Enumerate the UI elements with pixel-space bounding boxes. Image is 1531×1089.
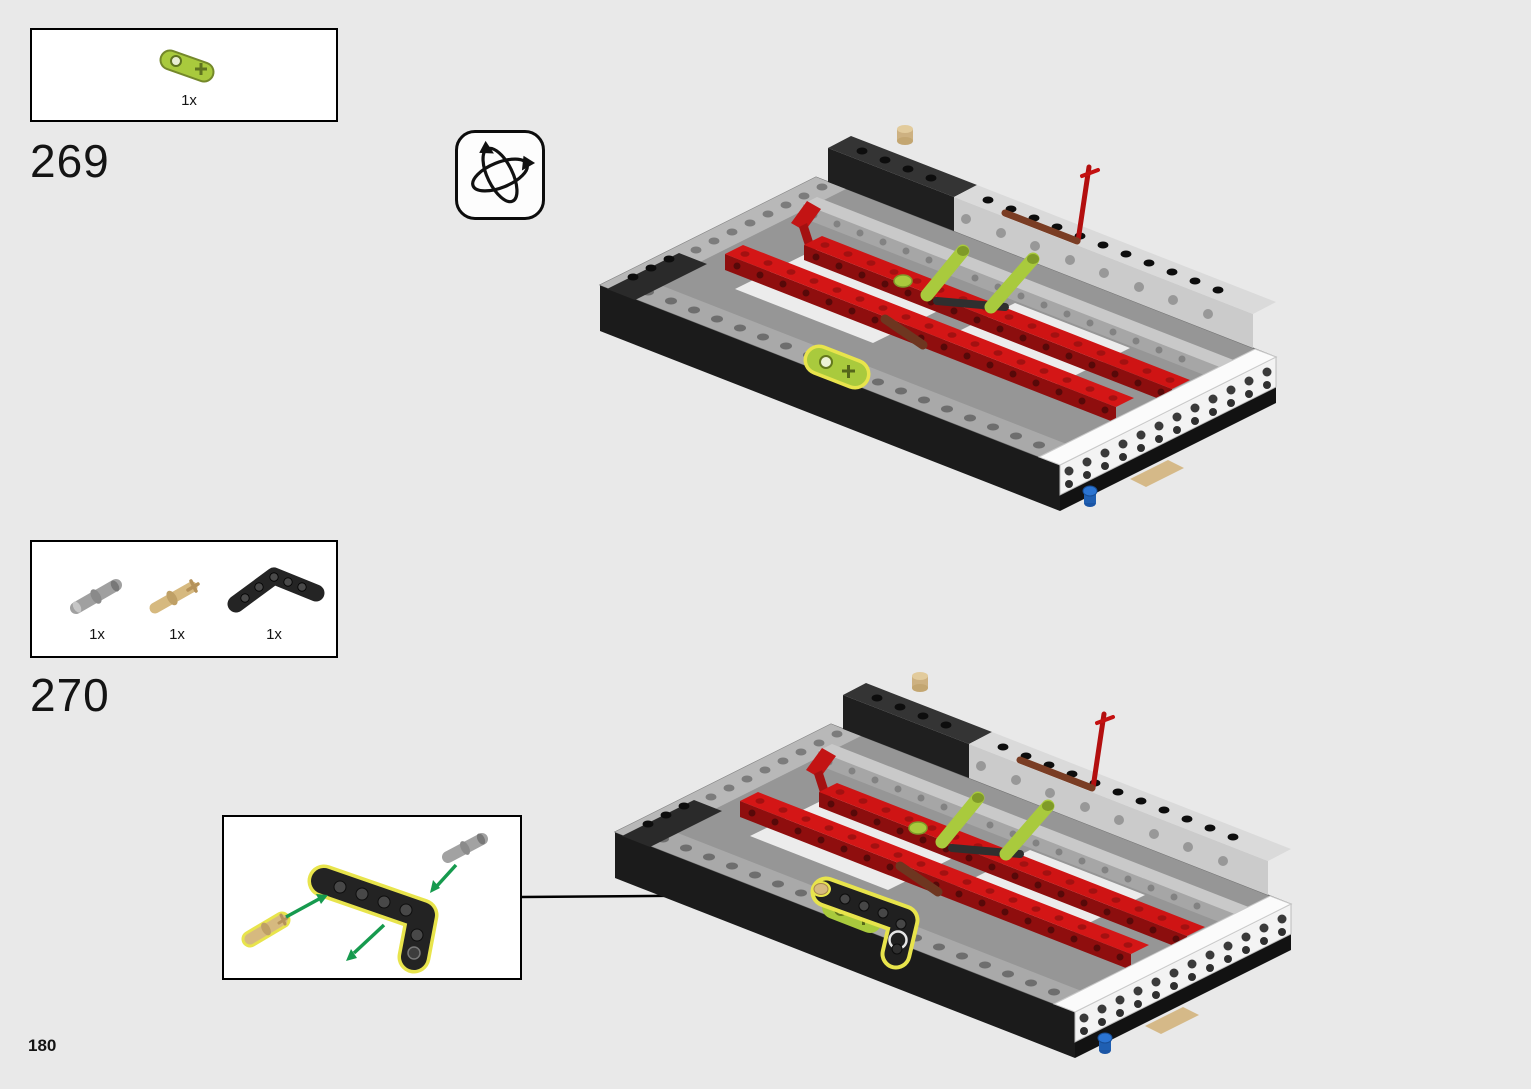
assembly-illustration-step-270 [600,602,1310,1067]
step-number-269: 269 [30,135,110,187]
callout-gray-pin-icon [442,833,488,863]
parts-box-step-269: 1x [30,28,338,122]
callout-black-angled-beam-icon [307,864,439,974]
part-count: 1x [89,626,105,643]
part-count: 1x [169,626,185,643]
detail-callout [222,815,522,980]
step-number-270: 270 [30,669,110,721]
rotate-model-icon [455,130,545,220]
lime-pin-connector-part-icon [159,49,215,83]
page-number: 180 [28,1036,57,1055]
callout-insert-arrows [285,863,458,961]
tan-axle-pin-part-icon [149,579,200,614]
callout-detail-drawing [241,833,488,974]
black-angled-beam-part-icon [227,567,325,613]
part-count: 1x [181,92,197,109]
parts-box-step-270: 1x 1x 1x [30,540,338,658]
part-count: 1x [266,626,282,643]
assembly-illustration-step-269 [585,55,1295,520]
gray-pin-part-icon [70,579,122,614]
highlighted-lime-part [803,356,871,378]
callout-tan-axle-pin-icon [241,911,291,948]
highlighted-angled-beam-assembly [810,876,920,970]
rotate-arrows-glyph [471,140,536,204]
